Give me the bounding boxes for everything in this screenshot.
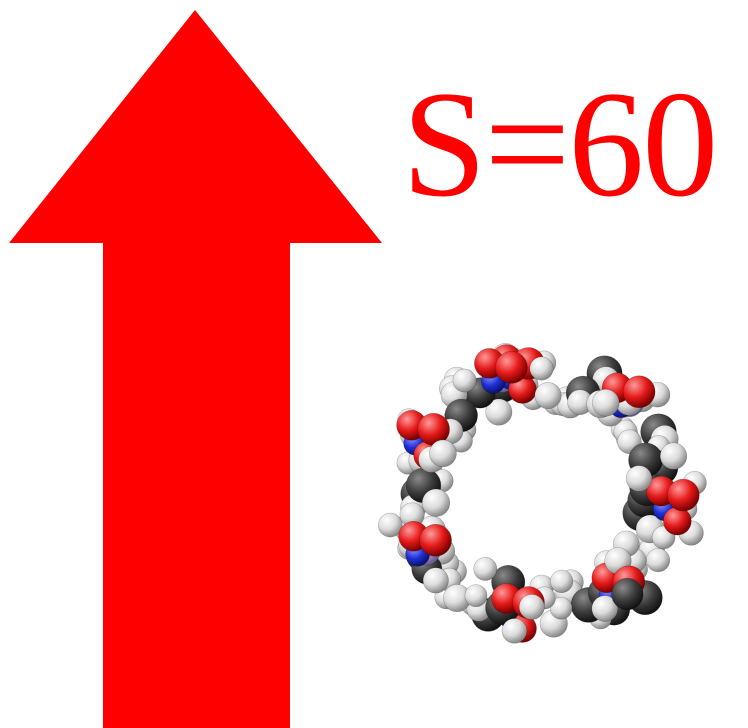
atom-sphere xyxy=(429,439,457,468)
atom-sphere xyxy=(666,478,700,512)
atom-sphere xyxy=(549,596,573,620)
atom-sphere xyxy=(501,618,528,644)
spin-value-label: S=60 xyxy=(402,60,718,228)
atom-sphere xyxy=(659,442,688,470)
atom-sphere xyxy=(591,595,619,622)
arrow-shape xyxy=(9,10,382,728)
atom-sphere xyxy=(611,578,644,611)
atom-sphere xyxy=(464,584,488,608)
atom-sphere xyxy=(473,556,498,581)
molecular-ring-icon xyxy=(377,343,707,644)
spin-up-arrow-icon xyxy=(9,10,382,728)
atom-sphere xyxy=(377,512,403,538)
atom-sphere xyxy=(495,351,528,384)
atom-sphere xyxy=(518,594,545,620)
atom-sphere xyxy=(419,524,452,557)
atom-sphere xyxy=(625,465,653,492)
atom-sphere xyxy=(550,569,574,593)
atom-sphere xyxy=(591,389,620,417)
atom-sphere xyxy=(422,567,449,594)
atom-sphere xyxy=(622,375,656,409)
atom-sphere xyxy=(421,488,451,517)
atom-sphere xyxy=(529,356,554,381)
atom-sphere xyxy=(485,398,513,426)
atom-sphere xyxy=(452,368,477,393)
atom-sphere xyxy=(646,548,671,573)
atom-sphere xyxy=(662,506,692,536)
atom-sphere xyxy=(534,382,562,410)
